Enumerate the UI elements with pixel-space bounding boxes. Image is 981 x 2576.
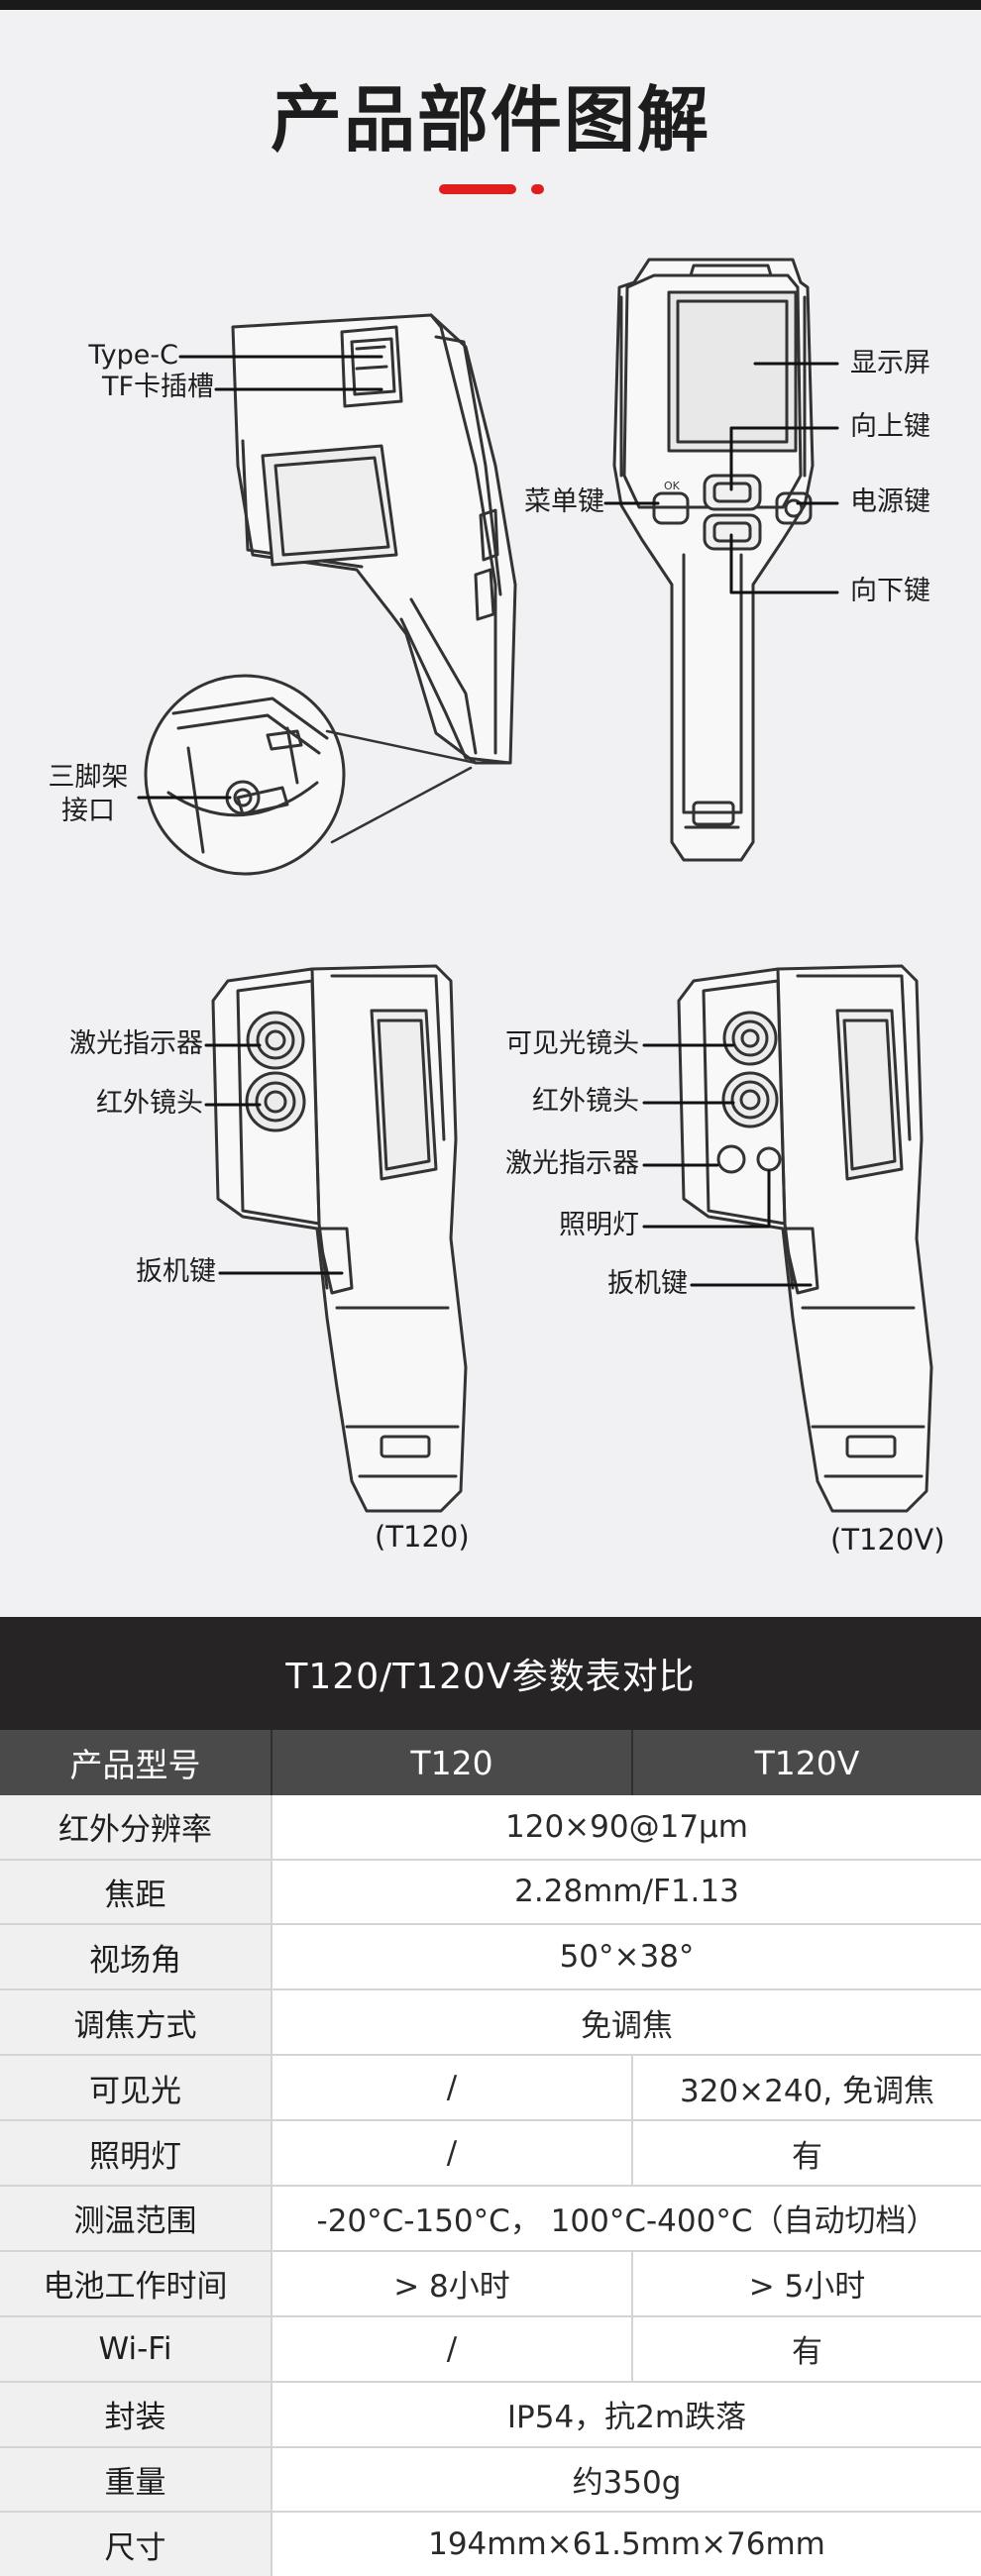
label-up-key: 向上键 bbox=[850, 411, 930, 442]
cell-t120: > 8小时 bbox=[272, 2250, 633, 2317]
row-label: 焦距 bbox=[0, 1859, 272, 1926]
label-display: 显示屏 bbox=[850, 348, 930, 378]
spec-header: T120/T120V参数表对比 bbox=[0, 1617, 981, 1730]
cell-t120v: 有 bbox=[632, 2315, 981, 2383]
column-header: 产品型号 bbox=[0, 1730, 272, 1795]
row-label: 可见光 bbox=[0, 2055, 272, 2122]
cell-t120: / bbox=[272, 2315, 633, 2383]
parts-diagram: OK bbox=[137, 258, 933, 1513]
label-t120v-trigger: 扳机键 bbox=[607, 1268, 688, 1299]
ok-key-text: OK bbox=[664, 480, 681, 492]
cell-shared: 50°×38° bbox=[272, 1924, 981, 1991]
column-header: T120 bbox=[272, 1730, 633, 1795]
front-view-device bbox=[612, 258, 815, 862]
cell-t120v: > 5小时 bbox=[632, 2250, 981, 2317]
label-down-key: 向下键 bbox=[850, 576, 930, 606]
label-menu-key: 菜单键 bbox=[524, 486, 604, 517]
page-title: 产品部件图解 bbox=[270, 78, 710, 161]
tripod-zoom-circle bbox=[144, 674, 478, 876]
label-t120v-ir-lens: 红外镜头 bbox=[532, 1086, 639, 1117]
cell-t120: / bbox=[272, 2120, 633, 2187]
table-row: 重量约350g bbox=[0, 2446, 981, 2514]
cell-shared: 免调焦 bbox=[272, 1989, 981, 2057]
row-label: 重量 bbox=[0, 2446, 272, 2514]
cell-shared: IP54，抗2m跌落 bbox=[272, 2381, 981, 2448]
label-t120v-visible-lens: 可见光镜头 bbox=[505, 1028, 639, 1059]
table-row: Wi-Fi/有 bbox=[0, 2315, 981, 2383]
cell-shared: 约350g bbox=[272, 2446, 981, 2514]
label-model-t120: (T120) bbox=[375, 1520, 470, 1554]
label-tf-slot: TF卡插槽 bbox=[101, 372, 214, 402]
row-label: Wi-Fi bbox=[0, 2315, 272, 2383]
t120-device bbox=[211, 964, 468, 1513]
title-underline-dot bbox=[531, 184, 544, 194]
table-row: 电池工作时间> 8小时> 5小时 bbox=[0, 2250, 981, 2317]
cell-shared: 194mm×61.5mm×76mm bbox=[428, 2526, 825, 2563]
table-row: 照明灯/有 bbox=[0, 2120, 981, 2187]
side-view-device bbox=[231, 313, 517, 765]
row-label: 尺寸 bbox=[0, 2512, 272, 2576]
table-row: 测温范围-20°C-150°C， 100°C-400°C（自动切档） bbox=[0, 2185, 981, 2252]
cell-t120v: 320×240, 免调焦 bbox=[632, 2055, 981, 2122]
table-row: 调焦方式免调焦 bbox=[0, 1989, 981, 2057]
label-type-c: Type-C bbox=[88, 340, 178, 371]
label-tripod-line1: 三脚架 bbox=[48, 762, 129, 793]
label-tripod-line2: 接口 bbox=[61, 796, 115, 826]
row-label: 照明灯 bbox=[0, 2120, 272, 2187]
column-header: T120V bbox=[632, 1730, 981, 1795]
cell-t120v: 有 bbox=[632, 2120, 981, 2187]
label-t120v-light: 照明灯 bbox=[559, 1210, 639, 1240]
label-power-key: 电源键 bbox=[850, 486, 930, 517]
title-underline bbox=[439, 184, 516, 194]
diagram-section: 产品部件图解 bbox=[0, 0, 981, 1556]
row-label: 封装 bbox=[0, 2381, 272, 2448]
table-row: 可见光/320×240, 免调焦 bbox=[0, 2055, 981, 2122]
label-t120v-laser: 激光指示器 bbox=[505, 1148, 639, 1179]
cell-shared: -20°C-150°C， 100°C-400°C（自动切档） bbox=[272, 2185, 981, 2252]
cell-shared: 2.28mm/F1.13 bbox=[272, 1859, 981, 1926]
row-label: 红外分辨率 bbox=[0, 1795, 272, 1861]
cell-shared: 120×90@17μm bbox=[272, 1795, 981, 1861]
top-bar bbox=[0, 0, 981, 10]
label-t120-ir-lens: 红外镜头 bbox=[96, 1088, 203, 1119]
label-model-t120v: (T120V) bbox=[830, 1523, 945, 1556]
row-label: 电池工作时间 bbox=[0, 2250, 272, 2317]
cell-t120: / bbox=[272, 2055, 633, 2122]
row-label: 调焦方式 bbox=[0, 1989, 272, 2057]
leader-lines bbox=[137, 355, 839, 1287]
spec-table-header-row: 产品型号 T120 T120V bbox=[0, 1730, 981, 1795]
row-label: 测温范围 bbox=[0, 2185, 272, 2252]
table-row: 尺寸 194mm×61.5mm×76mm bbox=[0, 2512, 981, 2576]
t120v-device bbox=[677, 964, 933, 1513]
row-label: 视场角 bbox=[0, 1924, 272, 1991]
label-t120-laser: 激光指示器 bbox=[69, 1028, 203, 1059]
label-t120-trigger: 扳机键 bbox=[136, 1256, 216, 1287]
